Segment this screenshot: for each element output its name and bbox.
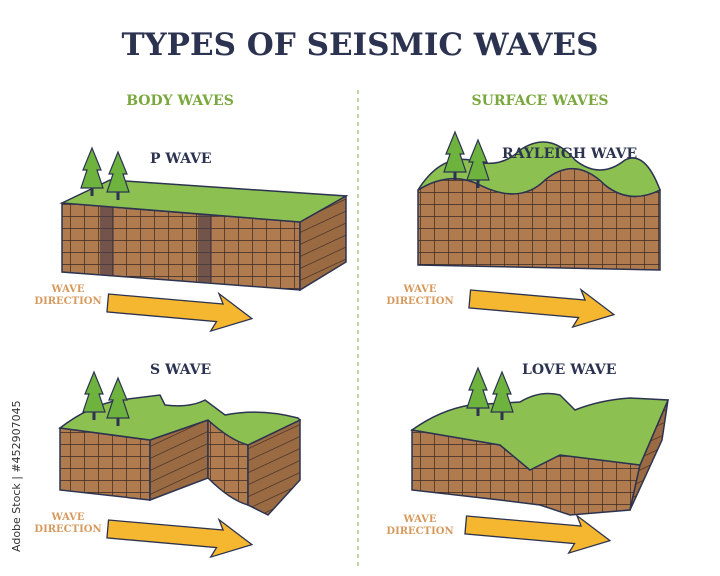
wave-direction-arrow-icon (105, 283, 255, 336)
wave-direction-label: DIRECTION (386, 296, 453, 307)
section-surface-waves: SURFACE WAVES (472, 93, 609, 109)
s-wave-panel: S WAVE WAVE DIRECTION (34, 362, 302, 562)
section-body-waves: BODY WAVES (126, 93, 234, 109)
page-title: TYPES OF SEISMIC WAVES (121, 27, 598, 63)
love-wave-label: LOVE WAVE (522, 362, 616, 378)
love-wave-panel: LOVE WAVE WAVE DIRECTION (386, 362, 670, 558)
p-wave-label: P WAVE (150, 151, 212, 167)
p-wave-compression-band (100, 205, 114, 275)
rayleigh-wave-panel: RAYLEIGH WAVE WAVE DIRECTION (386, 131, 661, 332)
wave-direction-label: WAVE (50, 512, 84, 523)
p-wave-compression-band (198, 212, 212, 282)
wave-direction-arrow-icon (105, 509, 255, 562)
wave-direction-label: WAVE (402, 284, 436, 295)
rayleigh-wave-label: RAYLEIGH WAVE (502, 146, 637, 162)
love-wave-surface (410, 392, 670, 471)
wave-direction-label: WAVE (402, 514, 436, 525)
wave-direction-label: DIRECTION (34, 524, 101, 535)
wave-direction-label: WAVE (50, 284, 84, 295)
wave-direction-label: DIRECTION (386, 526, 453, 537)
p-wave-panel: P WAVE WAVE DIRECTION (34, 147, 349, 336)
s-wave-label: S WAVE (150, 362, 211, 378)
wave-direction-arrow-icon (467, 279, 617, 332)
wave-direction-label: DIRECTION (34, 296, 101, 307)
watermark: Adobe Stock | #452907045 (10, 400, 23, 552)
